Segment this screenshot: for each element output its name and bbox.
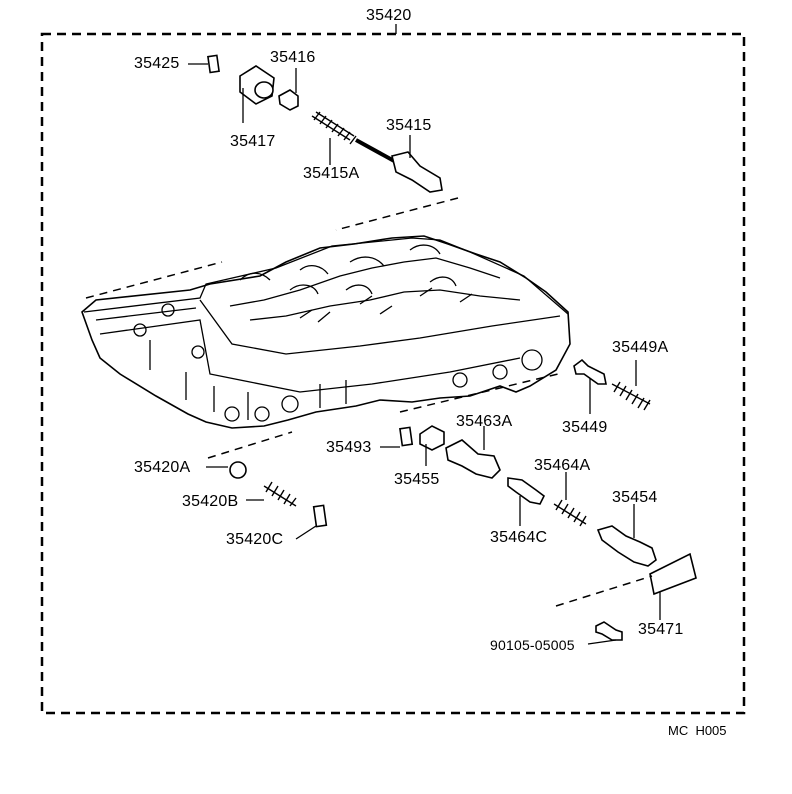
part-35454-drawing — [596, 504, 657, 567]
label-35425: 35425 — [134, 55, 180, 72]
valve-body-drawing — [81, 235, 571, 429]
part-35416-drawing — [278, 68, 299, 111]
top-alignment-dash — [335, 197, 459, 231]
label-35455: 35455 — [394, 471, 440, 488]
part-90105-drawing — [587, 621, 623, 645]
part-35425-drawing — [188, 54, 220, 74]
label-35417: 35417 — [230, 133, 276, 150]
part-35417-drawing — [239, 65, 275, 123]
part-35420B-drawing — [246, 481, 297, 507]
label-35416: 35416 — [270, 49, 316, 66]
part-35415-drawing — [355, 135, 443, 193]
label-90105-05005: 90105-05005 — [490, 637, 575, 653]
part-35455-drawing — [419, 425, 445, 466]
label-35493: 35493 — [326, 439, 372, 456]
part-35449-drawing — [573, 358, 607, 414]
label-35464A: 35464A — [534, 457, 591, 474]
label-35471: 35471 — [638, 621, 684, 638]
part-35420C-drawing — [295, 504, 328, 540]
part-35464C-drawing — [507, 477, 546, 526]
label-35415: 35415 — [386, 117, 432, 134]
label-35454: 35454 — [612, 489, 658, 506]
part-35420A-drawing — [206, 461, 247, 479]
part-35471-drawing — [649, 552, 697, 620]
label-35420B: 35420B — [182, 493, 239, 510]
part-35463A-drawing — [445, 426, 501, 479]
label-35415A: 35415A — [303, 165, 360, 182]
body-dash-left-upper — [85, 261, 223, 299]
diagram-code: MC H005 — [668, 723, 727, 738]
part-35464A-drawing — [553, 472, 587, 527]
bottom-alignment-dash — [555, 575, 653, 607]
label-35420A: 35420A — [134, 459, 191, 476]
label-35449A: 35449A — [612, 339, 669, 356]
label-35464C: 35464C — [490, 529, 548, 546]
label-35463A: 35463A — [456, 413, 513, 430]
label-35449: 35449 — [562, 419, 608, 436]
assembly-number: 35420 — [366, 7, 412, 24]
part-35493-drawing — [380, 426, 414, 448]
part-35415A-drawing — [311, 111, 357, 165]
label-35420C: 35420C — [226, 531, 284, 548]
body-dash-left-lower — [207, 431, 293, 459]
part-35449A-drawing — [611, 360, 651, 411]
assembly-frame — [40, 32, 746, 715]
